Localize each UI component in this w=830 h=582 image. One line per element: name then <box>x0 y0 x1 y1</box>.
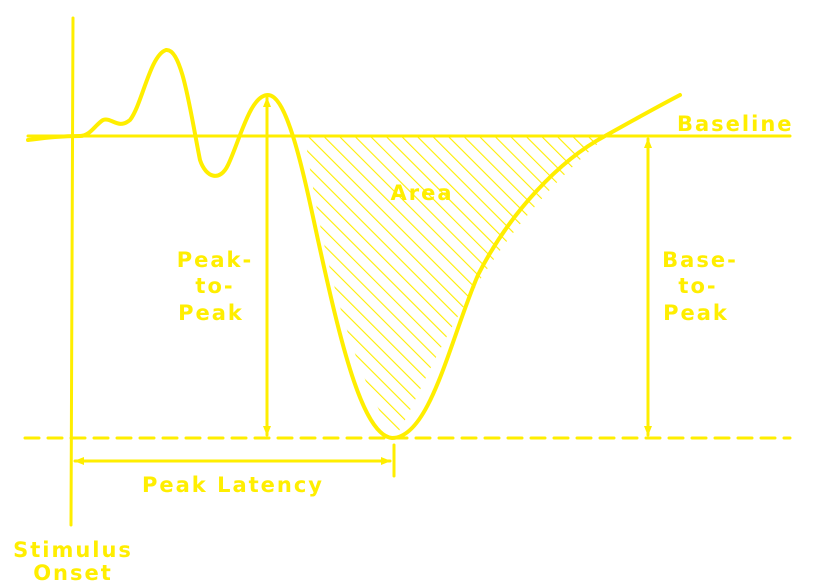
baseline-label: Baseline <box>677 112 794 136</box>
area-hatch-region <box>305 136 607 438</box>
peak-latency-label: Peak Latency <box>142 473 324 497</box>
stimulus-onset-line <box>69 16 75 527</box>
base-to-peak-label-line1: Base- <box>662 248 738 272</box>
area-label: Area <box>390 181 453 205</box>
base-to-peak-label-line3: Peak <box>663 301 729 325</box>
base-to-peak-label-line2: to- <box>678 274 717 298</box>
stimulus-onset-label-line1: Stimulus <box>13 538 133 562</box>
peak-to-peak-label-line1: Peak- <box>177 248 254 272</box>
peak-to-peak-label-line3: Peak <box>178 301 244 325</box>
peak-to-peak-label-line2: to- <box>195 274 234 298</box>
stimulus-onset-label-line2: Onset <box>33 561 113 582</box>
waveform-curve <box>26 48 682 440</box>
